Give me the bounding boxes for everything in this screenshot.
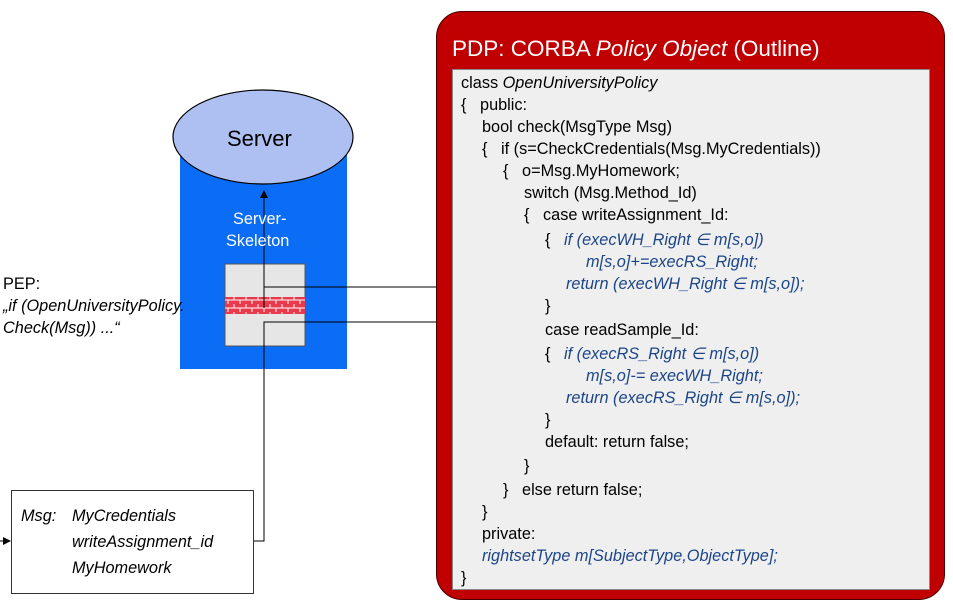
code-line-close-class: } <box>461 569 467 587</box>
pep-condition-line2: Check(Msg)) ...“ <box>3 319 120 337</box>
msg-field-method: writeAssignment_id <box>72 533 214 551</box>
code-line-class: class OpenUniversityPolicy <box>461 74 658 92</box>
code-line-member: rightsetType m[SubjectType,ObjectType]; <box>482 547 778 565</box>
code-line-else: } else return false; <box>503 481 643 499</box>
code-line-add-right: m[s,o]+=execRS_Right; <box>586 253 758 271</box>
code-line-close2: } <box>545 411 551 429</box>
server-label: Server <box>227 126 292 151</box>
code-line-switch: switch (Msg.Method_Id) <box>524 184 697 202</box>
code-line-public: { public: <box>461 96 528 114</box>
skeleton-label-line2: Skeleton <box>226 232 290 250</box>
code-line-homework: { o=Msg.MyHomework; <box>503 162 680 180</box>
code-line-private: private: <box>482 525 536 543</box>
code-line-close-check: } <box>482 503 488 521</box>
code-line-case-read: case readSample_Id: <box>545 321 699 339</box>
msg-field-credentials: MyCredentials <box>72 507 177 525</box>
code-line-check: bool check(MsgType Msg) <box>482 118 673 136</box>
code-line-close-switch: } <box>524 457 530 475</box>
code-line-return-rs: return (execRS_Right ∈ m[s,o]); <box>566 389 801 407</box>
msg-flow-line <box>254 339 265 542</box>
code-line-remove-right: m[s,o]-= execWH_Right; <box>586 367 763 385</box>
server-top-ellipse <box>172 89 354 185</box>
code-line-if-credentials: { if (s=CheckCredentials(Msg.MyCredentia… <box>482 140 821 158</box>
message-box <box>11 490 254 594</box>
pep-condition-line1: „if (OpenUniversityPolicy. <box>3 297 185 315</box>
code-line-if-rs: { if (execRS_Right ∈ m[s,o]) <box>545 345 760 363</box>
code-line-if-wh: { if (execWH_Right ∈ m[s,o]) <box>545 231 764 249</box>
code-listing <box>452 69 930 590</box>
firewall-icon <box>225 297 305 314</box>
msg-field-homework: MyHomework <box>72 559 172 577</box>
pdp-title: PDP: CORBA Policy Object (Outline) <box>452 36 820 61</box>
code-line-case-write: { case writeAssignment_Id: <box>524 206 729 224</box>
pep-label: PEP: <box>3 275 41 293</box>
skeleton-label-line1: Server- <box>233 210 287 228</box>
code-line-default: default: return false; <box>545 433 689 451</box>
code-line-close1: } <box>545 297 551 315</box>
msg-prefix: Msg: <box>21 507 57 525</box>
code-line-return-wh: return (execWH_Right ∈ m[s,o]); <box>566 275 805 293</box>
